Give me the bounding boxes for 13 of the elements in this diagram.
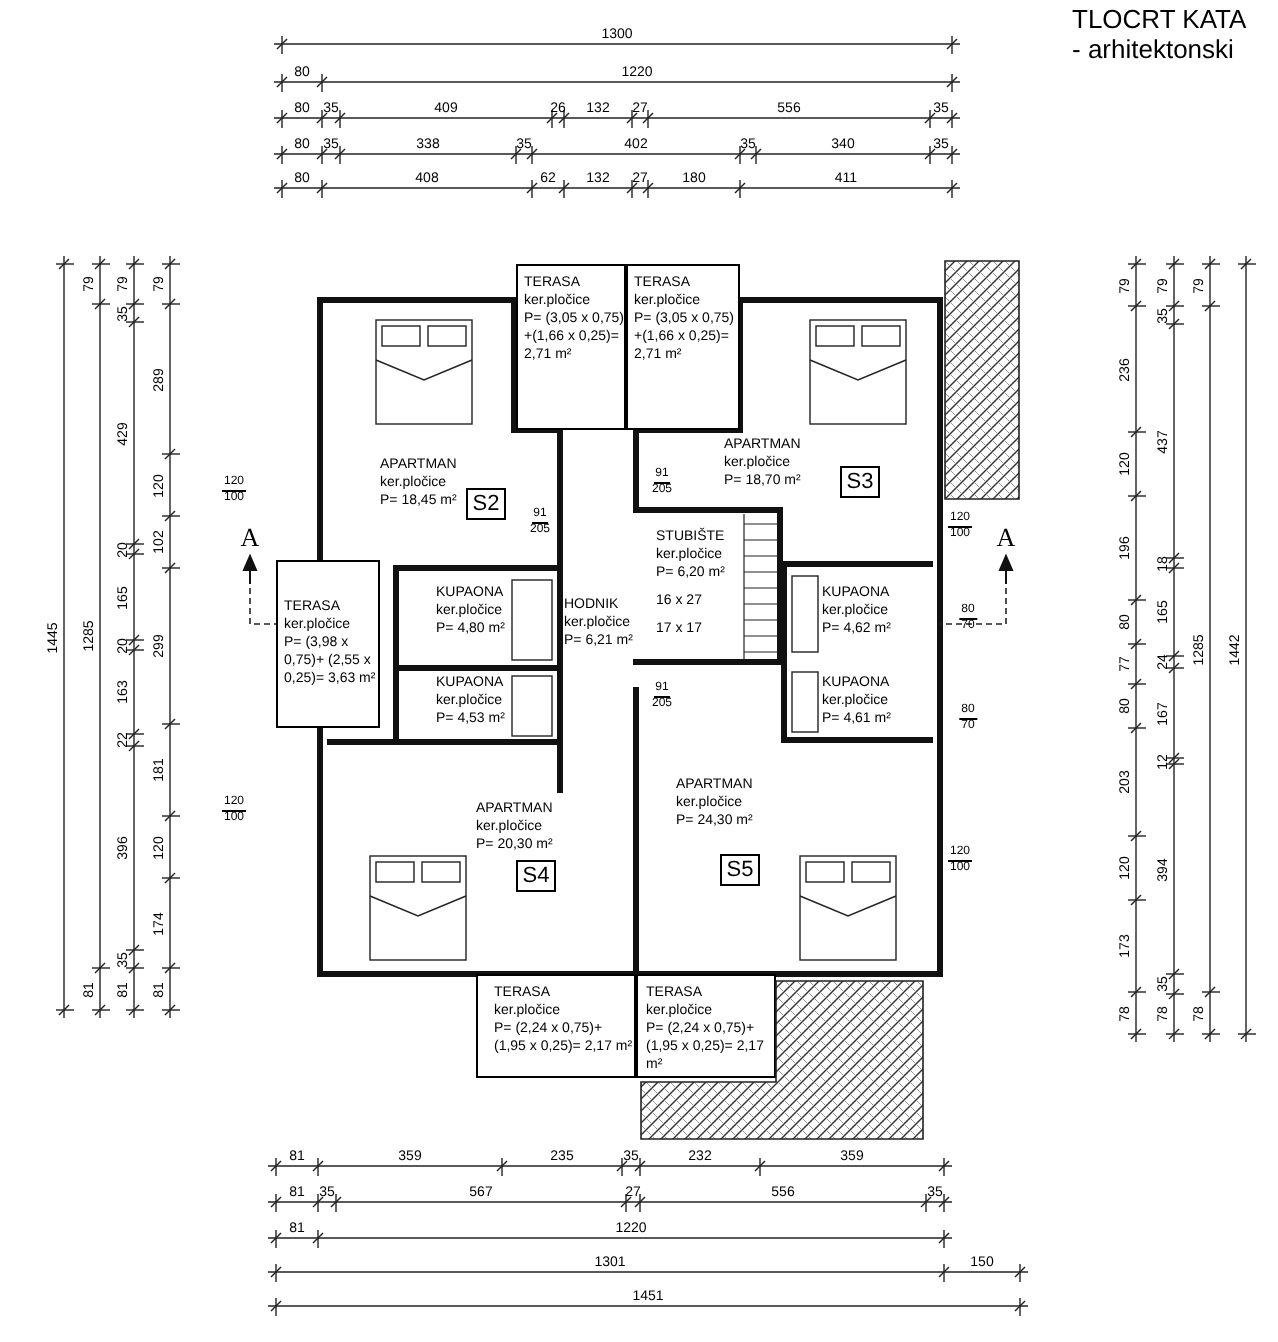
terrace-outline bbox=[516, 264, 626, 430]
unit-tag: S2 bbox=[466, 488, 506, 520]
unit-tag: S5 bbox=[720, 854, 760, 886]
section-mark: A bbox=[996, 524, 1016, 550]
section-mark: A bbox=[240, 524, 260, 550]
terrace-outline bbox=[276, 560, 380, 728]
unit-tag: S4 bbox=[516, 860, 556, 892]
terrace-outline bbox=[636, 974, 776, 1078]
drawing-title: TLOCRT KATA bbox=[1072, 4, 1247, 34]
terrace-outline bbox=[626, 264, 740, 430]
drawing-subtitle: - arhitektonski bbox=[1072, 34, 1236, 64]
terrace-outline bbox=[476, 974, 636, 1078]
unit-tag: S3 bbox=[840, 466, 880, 498]
